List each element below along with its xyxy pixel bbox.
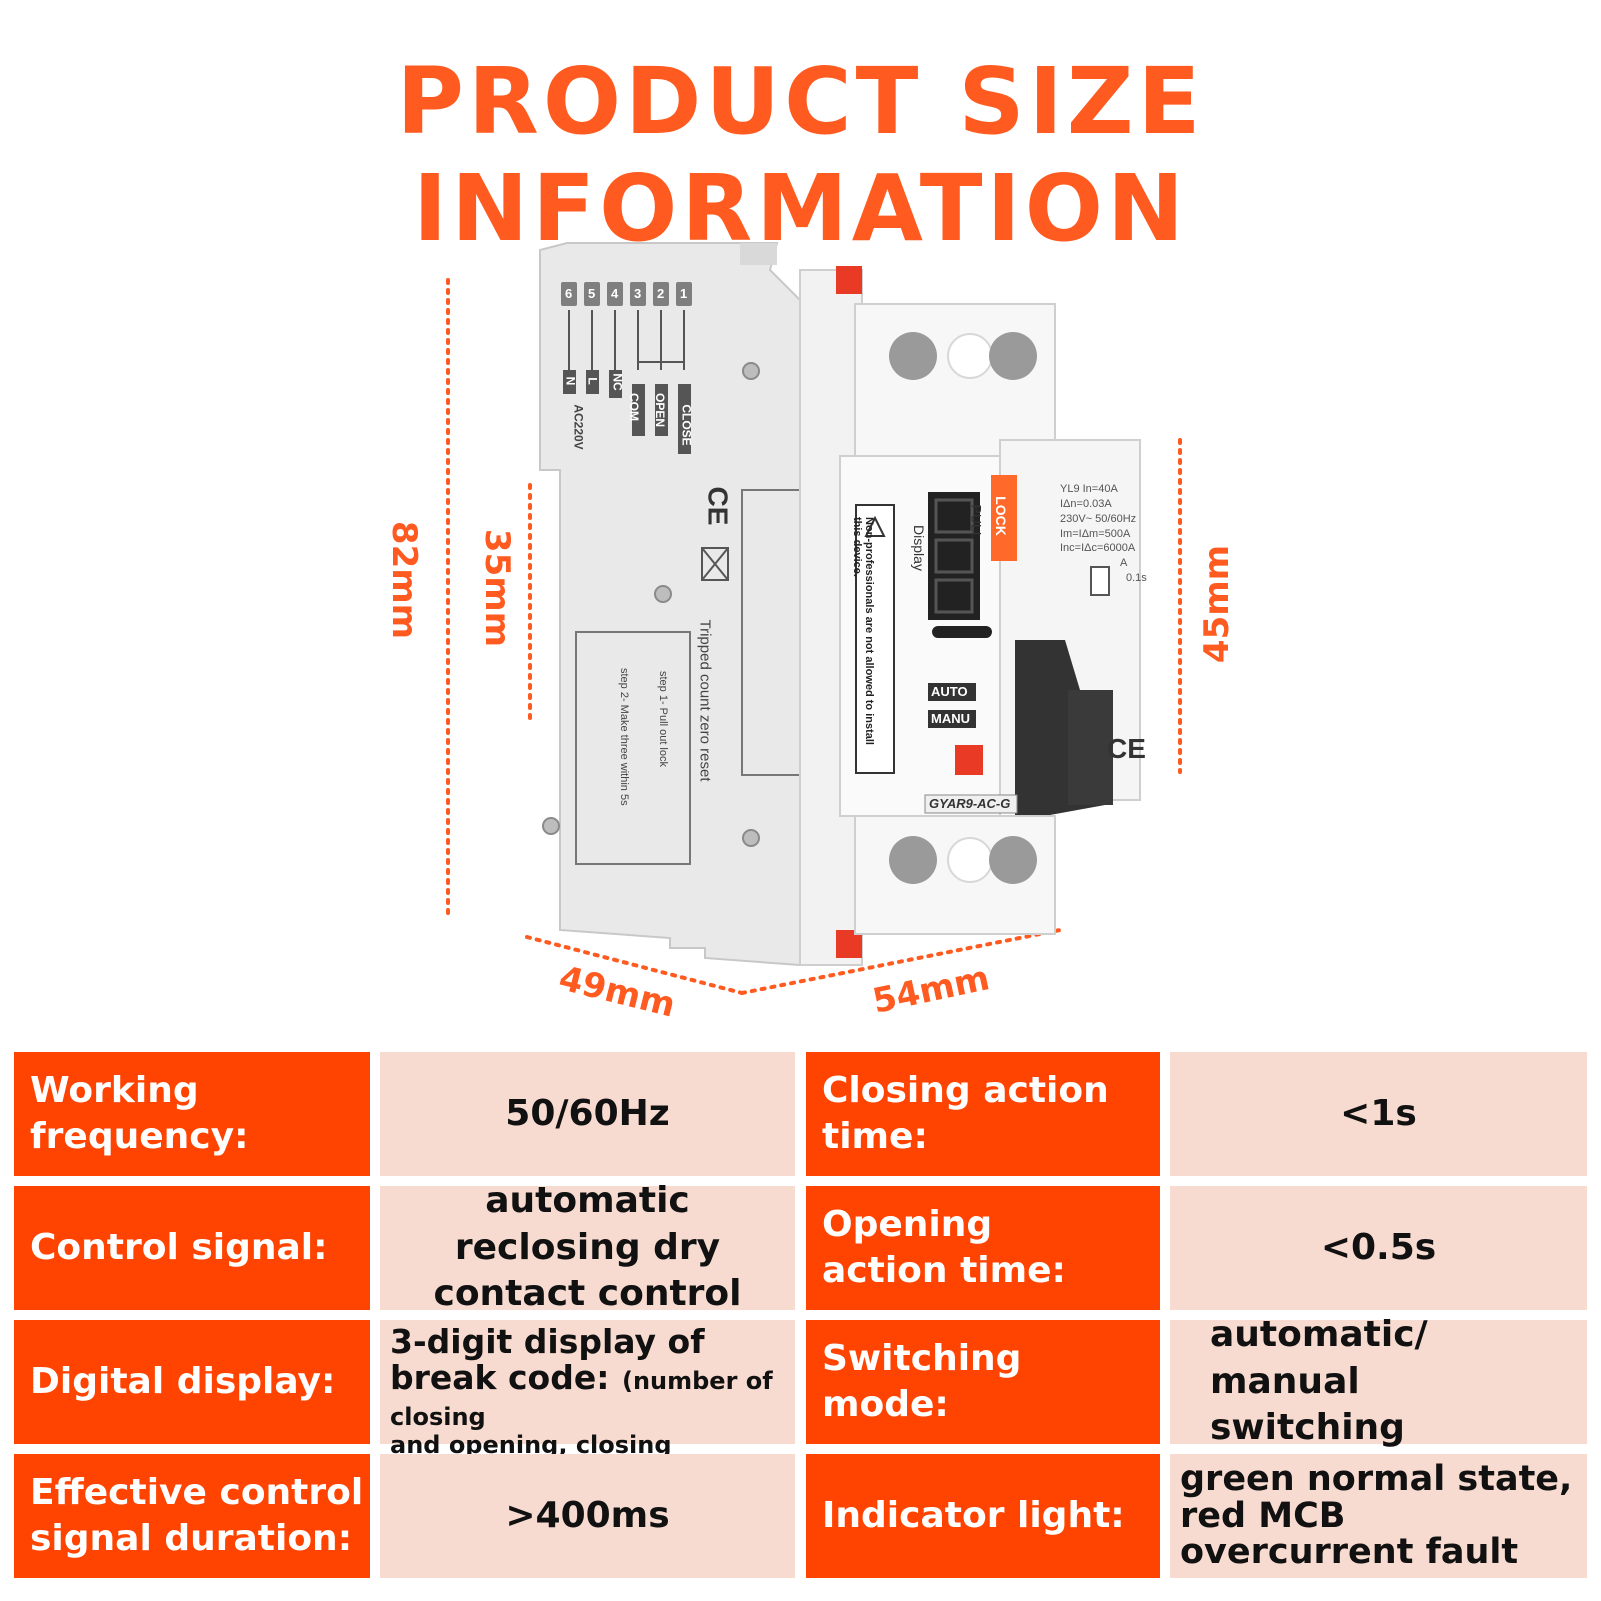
rating-line: Inc=IΔc=6000A: [1060, 542, 1136, 555]
display-label: Display: [910, 525, 927, 571]
rating-line: 230V~ 50/60Hz: [1060, 512, 1137, 525]
breaker-front: [799, 266, 1141, 966]
spec-value: green normal state, red MCB overcurrent …: [1170, 1454, 1587, 1578]
display-value-paren: (number of closing: [390, 1367, 773, 1431]
rating-line: YL9 In=40A: [1060, 483, 1118, 495]
voltage-label: AC220V: [571, 404, 586, 450]
display-value-main: 3-digit display of break code:: [390, 1322, 705, 1397]
breaker-side-panel: [539, 242, 836, 967]
dimension-height-front: 45mm: [1197, 544, 1238, 664]
spec-value: >400ms: [380, 1454, 795, 1578]
terminal-number: 6: [565, 286, 573, 301]
spec-label: Working frequency:: [14, 1052, 370, 1176]
spec-row: Digital display: 3-digit display of brea…: [14, 1314, 1587, 1485]
auto-label: AUTO: [931, 684, 968, 699]
spec-label: Indicator light:: [806, 1454, 1160, 1578]
side-ce-mark: CE: [702, 486, 734, 526]
side-reset-text: Tripped count zero reset: [696, 619, 714, 782]
spec-value: <1s: [1170, 1052, 1587, 1176]
rating-plate: YL9 In=40A IΔn=0.03A 230V~ 50/60Hz Im=IΔ…: [1060, 482, 1147, 586]
spec-value: automatic/ manual switching: [1170, 1314, 1587, 1448]
spec-row: Effective control signal duration: >400m…: [14, 1454, 1587, 1578]
manu-label: MANU: [931, 711, 970, 726]
terminal-number: 3: [634, 286, 642, 301]
breaker-illustration: [446, 242, 1182, 995]
spec-label: Opening action time:: [806, 1186, 1160, 1310]
terminal-label-open: OPEN: [653, 392, 668, 428]
terminal-label-l: L: [585, 377, 600, 385]
terminal-number: 1: [680, 286, 688, 301]
page-title: PRODUCT SIZE INFORMATION: [396, 48, 1205, 262]
terminal-number: 4: [611, 286, 619, 301]
rating-line: 0.1s: [1126, 572, 1147, 585]
terminal-label-com: COM: [627, 393, 641, 421]
lock-label: LOCK: [992, 496, 1009, 536]
warning-label: Non-professionals are not allowed to ins…: [851, 517, 875, 745]
rating-line: A: [1120, 557, 1128, 570]
front-ce-mark: CE: [1107, 733, 1146, 764]
spec-label: Control signal:: [14, 1186, 370, 1310]
spec-value: 50/60Hz: [380, 1052, 795, 1176]
rating-line: IΔn=0.03A: [1060, 497, 1112, 510]
spec-value: automatic reclosing dry contact control: [380, 1180, 795, 1314]
spec-label: Switching mode:: [806, 1320, 1160, 1444]
spec-row: Working frequency: 50/60Hz Closing actio…: [14, 1052, 1587, 1176]
spec-label: Digital display:: [14, 1320, 370, 1444]
side-step2-text: step 2- Make three within 5s: [618, 668, 630, 806]
rating-line: Im=IΔm=500A: [1060, 527, 1131, 540]
dimension-height-total: 82mm: [384, 520, 425, 640]
dimension-height-body: 35mm: [477, 528, 518, 648]
dimension-lines: [446, 278, 1182, 995]
spec-label: Closing action time:: [806, 1052, 1160, 1176]
model-label: GYAR9-AC-G: [929, 796, 1011, 811]
side-step1-text: step 1- Pull out lock: [657, 671, 669, 767]
terminal-label-close: CLOSE: [679, 404, 694, 446]
spec-value: <0.5s: [1170, 1186, 1587, 1310]
terminal-number: 2: [657, 286, 665, 301]
spec-value-display: 3-digit display of break code: (number o…: [380, 1320, 795, 1485]
terminal-label-nc: NC: [610, 373, 625, 391]
pull-label: PULL: [968, 504, 985, 540]
spec-row: Control signal: automatic reclosing dry …: [14, 1180, 1587, 1314]
product-diagram: 82mm 35mm 45mm 49mm 54mm GYAR9-AC-G LOCK…: [384, 242, 1238, 1026]
terminal-label-n: N: [563, 376, 578, 386]
spec-label: Effective control signal duration:: [14, 1454, 370, 1578]
terminal-number: 5: [588, 286, 596, 301]
